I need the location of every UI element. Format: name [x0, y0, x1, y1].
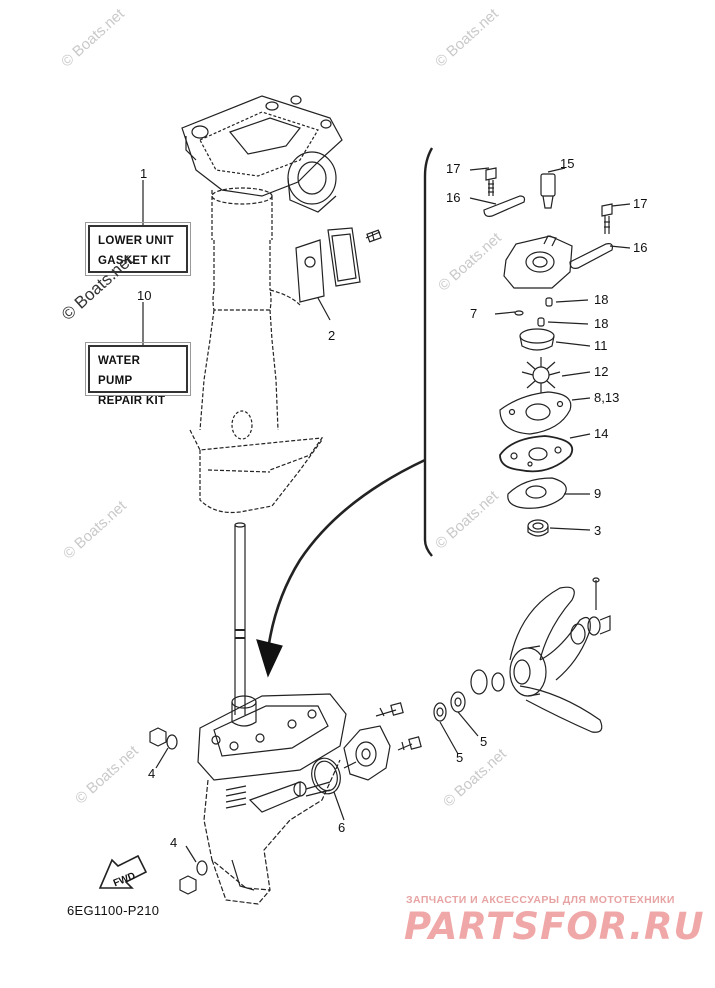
callout-9: 9 [594, 486, 601, 501]
drive-shaft [234, 522, 246, 715]
gear-case [197, 693, 347, 905]
callout-5-left: 5 [456, 750, 463, 765]
propeller [509, 586, 603, 733]
callout-8-13: 8,13 [594, 390, 619, 405]
kit-line-1: LOWER UNIT [98, 235, 174, 247]
water-pump-parts [483, 167, 613, 537]
upper-casing [181, 95, 343, 514]
callout-3: 3 [594, 523, 601, 538]
kit-line-2: REPAIR KIT [98, 395, 166, 407]
callout-12: 12 [594, 364, 608, 379]
callout-15: 15 [560, 156, 574, 171]
callout-7: 7 [470, 306, 477, 321]
callout-16-right: 16 [633, 240, 647, 255]
callout-16-left: 16 [446, 190, 460, 205]
water-pump-repair-kit-label: WATER PUMP REPAIR KIT [85, 342, 191, 407]
drain-screws [149, 727, 208, 895]
callout-17-right: 17 [633, 196, 647, 211]
callout-5-right: 5 [480, 734, 487, 749]
callout-17-left: 17 [446, 161, 460, 176]
callout-4-lower: 4 [170, 835, 177, 850]
fwd-arrow [98, 854, 148, 889]
callout-14: 14 [594, 426, 608, 441]
brand-logo: PARTSFOR.RU [404, 905, 705, 948]
brand-subtitle: ЗАПЧАСТИ И АКСЕССУАРЫ ДЛЯ МОТОТЕХНИКИ [406, 894, 675, 906]
callout-11: 11 [594, 338, 608, 353]
callout-4-upper: 4 [148, 766, 155, 781]
callout-2: 2 [328, 328, 335, 343]
lower-unit-gasket-kit-label: LOWER UNIT GASKET KIT [85, 222, 191, 276]
part-2-cover [295, 227, 382, 303]
o-ring [311, 757, 341, 795]
callout-6: 6 [338, 820, 345, 835]
diagram-code: 6EG1100-P210 [67, 903, 160, 918]
callout-18-lower: 18 [594, 316, 608, 331]
callout-18-upper: 18 [594, 292, 608, 307]
bearing-housing [343, 702, 422, 781]
callout-10: 10 [137, 288, 151, 303]
callout-1: 1 [140, 166, 147, 181]
kit-line-1: WATER PUMP [98, 355, 141, 387]
fwd-label: FWD [112, 871, 137, 890]
kit-line-2: GASKET KIT [98, 255, 171, 267]
